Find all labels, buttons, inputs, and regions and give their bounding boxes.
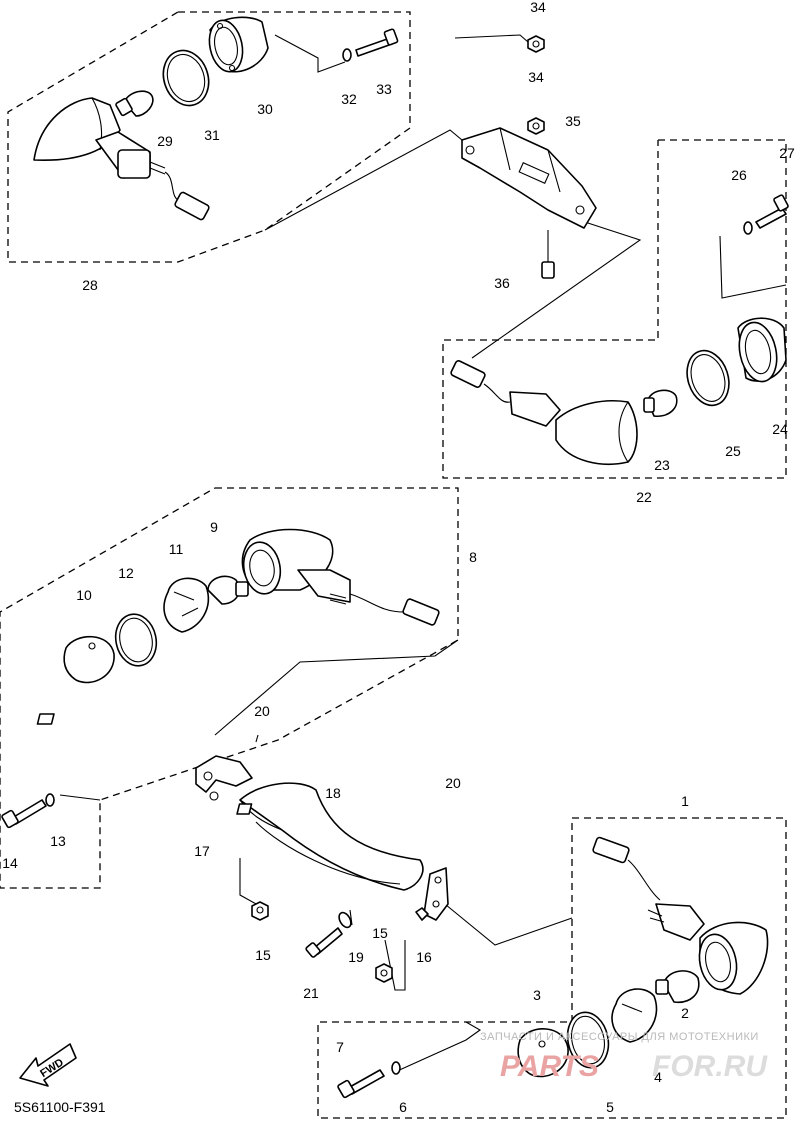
callout-11: 11 [169,541,184,557]
callout-35: 35 [565,113,581,129]
screw-33 [355,28,399,57]
callout-32: 32 [341,91,357,107]
screw-7 [337,1069,385,1099]
cover-18 [239,782,424,891]
nut-34-upper [527,35,545,53]
fwd-arrow-icon: FWD [19,1043,77,1087]
rim-30 [208,16,269,73]
callout-15-left: 15 [255,947,271,963]
turn-signal-assembly-28 [33,97,210,221]
callout-5: 5 [606,1099,614,1115]
callout-20-left: 20 [254,703,270,719]
rim-10 [63,635,115,684]
bracket-35 [461,127,597,229]
callout-20-right: 20 [445,775,461,791]
spacer-19 [338,911,352,929]
callout-12: 12 [118,565,134,581]
outline-assembly-8 [0,487,459,889]
callout-9: 9 [210,519,218,535]
bulb-29 [115,90,154,117]
callout-14: 14 [2,855,18,871]
callout-36: 36 [494,275,510,291]
callout-23: 23 [654,457,670,473]
turn-signal-assembly-22 [450,360,638,465]
callout-10: 10 [76,587,92,603]
bolt-36 [541,230,555,279]
reflector-4 [611,988,658,1043]
bolt-21 [305,927,343,958]
callout-24: 24 [772,421,788,437]
gasket-12 [114,613,158,667]
callout-4: 4 [654,1069,662,1085]
callout-19: 19 [348,949,364,965]
nut-34-lower [527,117,545,135]
reflector-11 [163,577,210,633]
diagram-code: 5S61100-F391 [14,1099,106,1115]
callout-1: 1 [681,793,689,809]
callout-26: 26 [731,167,747,183]
callout-29: 29 [157,133,173,149]
screw-14 [1,799,47,829]
callout-15-right: 15 [372,925,388,941]
callout-7: 7 [336,1039,344,1055]
callout-30: 30 [257,101,273,117]
callout-34-lower: 34 [528,69,544,85]
bulb-23 [643,389,678,418]
gasket-31 [162,49,210,107]
callout-3: 3 [533,987,541,1003]
connector-28 [174,191,210,221]
washer-6 [391,1061,401,1075]
nut-20-right [236,803,253,815]
callout-28: 28 [82,277,98,293]
callout-18: 18 [325,785,341,801]
callout-25: 25 [725,443,741,459]
callout-8: 8 [469,549,477,565]
wire-1 [627,859,661,901]
outline-assembly-28 [7,11,411,263]
connector-1 [592,836,630,864]
washer-13 [45,793,55,807]
washer-32 [342,48,352,62]
callout-2: 2 [681,1005,689,1021]
callout-22: 22 [636,489,652,505]
bracket-17 [195,755,253,801]
callout-21: 21 [303,985,319,1001]
outline-assembly-22 [442,139,787,479]
rim-24 [737,317,787,383]
callout-34-upper: 34 [530,0,546,15]
callout-13: 13 [50,833,66,849]
watermark-caption: ЗАПЧАСТИ И АКСЕССУАРЫ ДЛЯ МОТОТЕХНИКИ [480,1031,759,1043]
gasket-5 [566,1011,610,1069]
watermark-logo-right: FOR.RU [652,1050,768,1083]
rim-3 [517,1028,569,1078]
nut-20-left [36,713,55,725]
gasket-25 [686,349,730,407]
callout-17: 17 [194,843,210,859]
wire-8 [349,593,405,613]
turn-signal-assembly-8 [241,528,440,626]
turn-signal-assembly-1 [592,836,769,995]
lens-housing-22 [555,400,638,465]
bulb-9 [207,575,249,605]
callout-27: 27 [779,145,795,161]
nut-15-left [251,901,269,921]
wire-28 [164,171,179,201]
callout-6: 6 [399,1099,407,1115]
connector-22 [450,360,486,388]
callout-16: 16 [416,949,432,965]
watermark: ЗАПЧАСТИ И АКСЕССУАРЫ ДЛЯ МОТОТЕХНИКИ PA… [480,1031,768,1083]
callout-33: 33 [376,81,392,97]
callout-31: 31 [204,127,220,143]
washer-26 [743,221,753,235]
nut-15-right [375,963,393,983]
bracket-16 [415,867,449,921]
bracket-28 [117,149,151,179]
watermark-logo-left: PARTS [500,1050,599,1083]
screw-27 [755,194,789,229]
bulb-2 [655,970,700,1003]
connector-8 [402,598,440,626]
